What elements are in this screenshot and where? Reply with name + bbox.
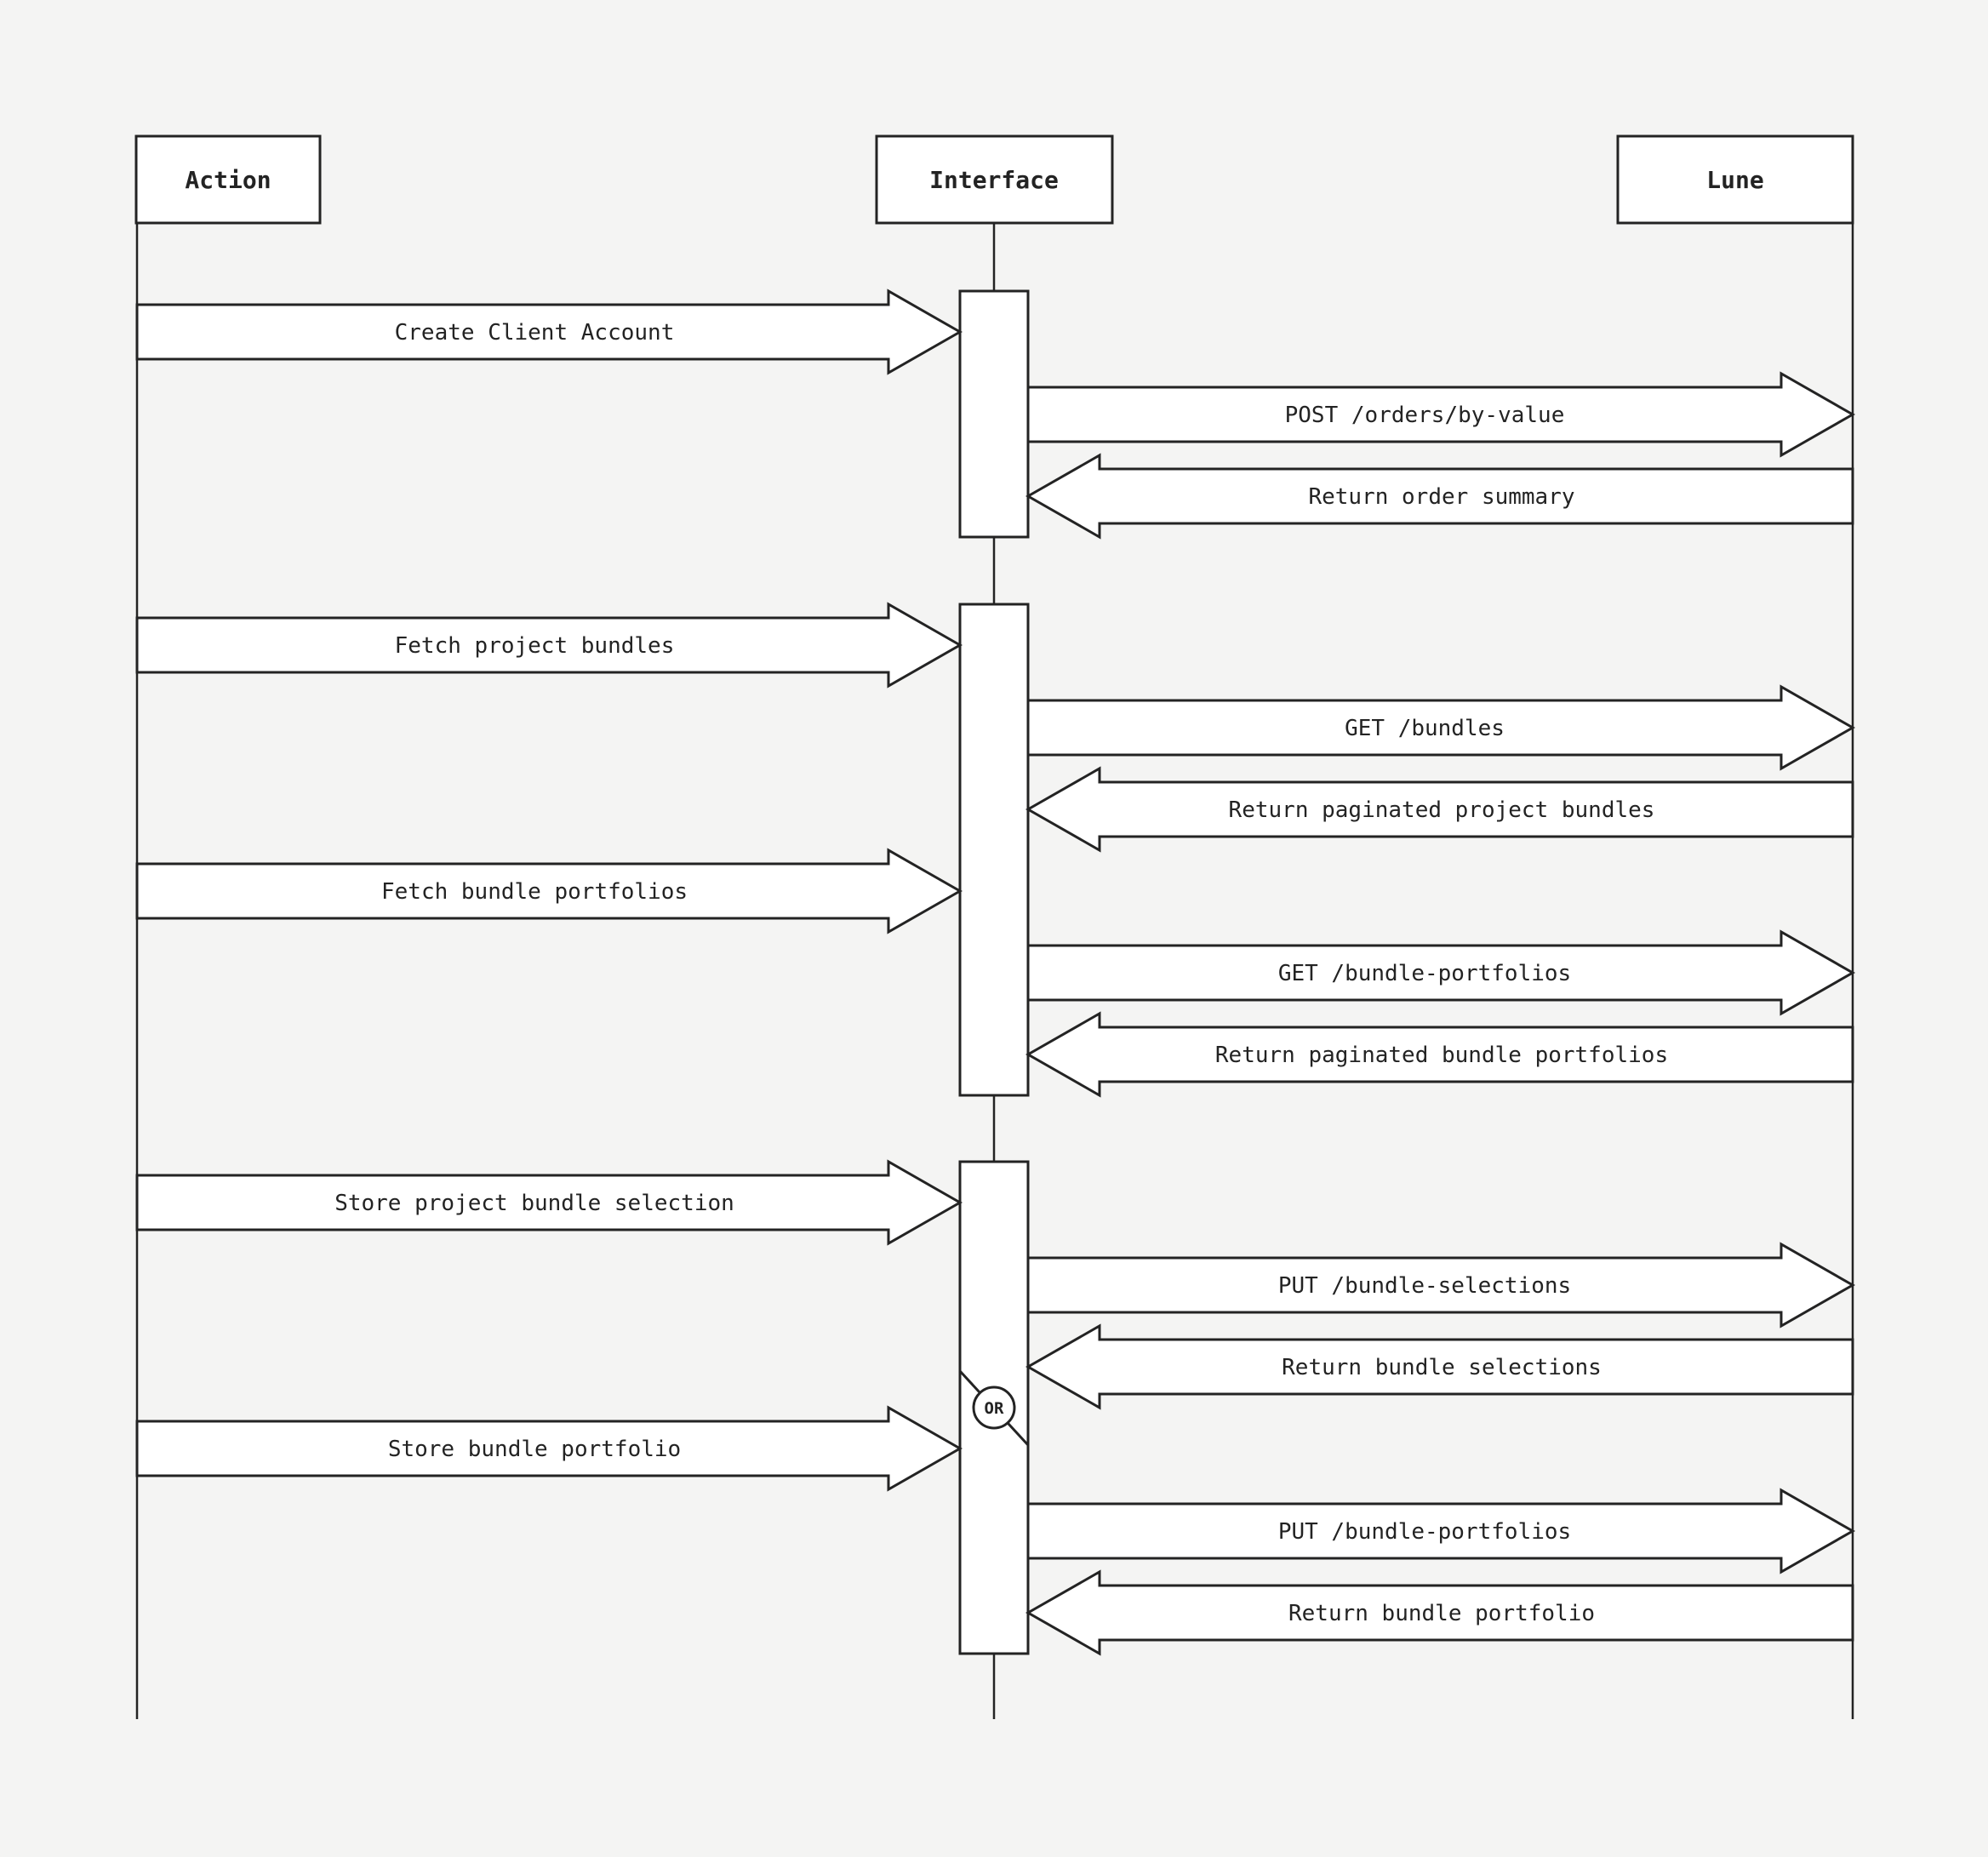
message-label: Return bundle portfolio [1288, 1601, 1595, 1626]
or-connector: OR [958, 1369, 1030, 1447]
message-label: Return paginated project bundles [1229, 797, 1655, 823]
participant-action: Action [134, 134, 322, 225]
message-fetch-project-bundles: Fetch project bundles [135, 602, 963, 689]
block-arrow-shape [1026, 1488, 1856, 1574]
activation-bar-2 [958, 603, 1030, 1097]
message-put-bundle-selections: PUT /bundle-selections [1026, 1242, 1856, 1328]
message-label: Return paginated bundle portfolios [1215, 1043, 1668, 1068]
participant-box [875, 134, 1114, 225]
message-label: PUT /bundle-portfolios [1278, 1519, 1571, 1545]
message-get-bundles: GET /bundles [1026, 684, 1856, 771]
block-arrow-shape [1025, 1323, 1854, 1410]
block-arrow-shape [1025, 453, 1854, 540]
message-return-bundle-portfolio: Return bundle portfolio [1025, 1569, 1854, 1656]
participant-interface: Interface [875, 134, 1114, 225]
message-label: GET /bundle-portfolios [1278, 961, 1571, 986]
participant-box [134, 134, 322, 225]
block-arrow-shape [1026, 929, 1856, 1016]
message-return-bundle-selections: Return bundle selections [1025, 1323, 1854, 1410]
message-return-paginated-project-bundles: Return paginated project bundles [1025, 766, 1854, 853]
or-label: OR [985, 1399, 1004, 1418]
block-arrow-shape [1025, 766, 1854, 853]
message-put-bundle-portfolios: PUT /bundle-portfolios [1026, 1488, 1856, 1574]
message-get-bundle-portfolios: GET /bundle-portfolios [1026, 929, 1856, 1016]
message-label: Return bundle selections [1282, 1355, 1602, 1380]
message-post-orders-by-value: POST /orders/by-value [1026, 371, 1856, 458]
participant-label: Lune [1706, 166, 1763, 194]
participant-label: Action [185, 166, 271, 194]
message-label: Store project bundle selection [334, 1191, 734, 1216]
message-label: Fetch bundle portfolios [381, 879, 688, 905]
block-arrow-shape [135, 602, 963, 689]
message-label: Store bundle portfolio [388, 1437, 681, 1462]
message-label: Return order summary [1308, 484, 1574, 510]
message-return-paginated-bundle-portfolios: Return paginated bundle portfolios [1025, 1011, 1854, 1098]
message-store-bundle-portfolio: Store bundle portfolio [135, 1405, 963, 1492]
block-arrow-shape [1026, 371, 1856, 458]
activation-bar-1 [958, 289, 1030, 539]
participant-box [1616, 134, 1854, 225]
block-arrow-shape [135, 1405, 963, 1492]
message-label: POST /orders/by-value [1285, 403, 1565, 428]
message-create-client-account: Create Client Account [135, 289, 963, 375]
block-arrow-shape [1026, 1242, 1856, 1328]
block-arrow-shape [1026, 684, 1856, 771]
message-return-order-summary: Return order summary [1025, 453, 1854, 540]
message-label: Fetch project bundles [395, 633, 675, 659]
message-label: PUT /bundle-selections [1278, 1273, 1571, 1299]
block-arrow-shape [1025, 1011, 1854, 1098]
block-arrow-shape [135, 1159, 963, 1246]
block-arrow-shape [1025, 1569, 1854, 1656]
message-label: GET /bundles [1345, 716, 1505, 741]
block-arrow-shape [135, 848, 963, 934]
participant-lune: Lune [1616, 134, 1854, 225]
block-arrow-shape [135, 289, 963, 375]
message-store-project-bundle-selection: Store project bundle selection [135, 1159, 963, 1246]
message-label: Create Client Account [395, 320, 675, 346]
participant-label: Interface [929, 166, 1059, 194]
message-fetch-bundle-portfolios: Fetch bundle portfolios [135, 848, 963, 934]
or-circle [972, 1386, 1016, 1430]
